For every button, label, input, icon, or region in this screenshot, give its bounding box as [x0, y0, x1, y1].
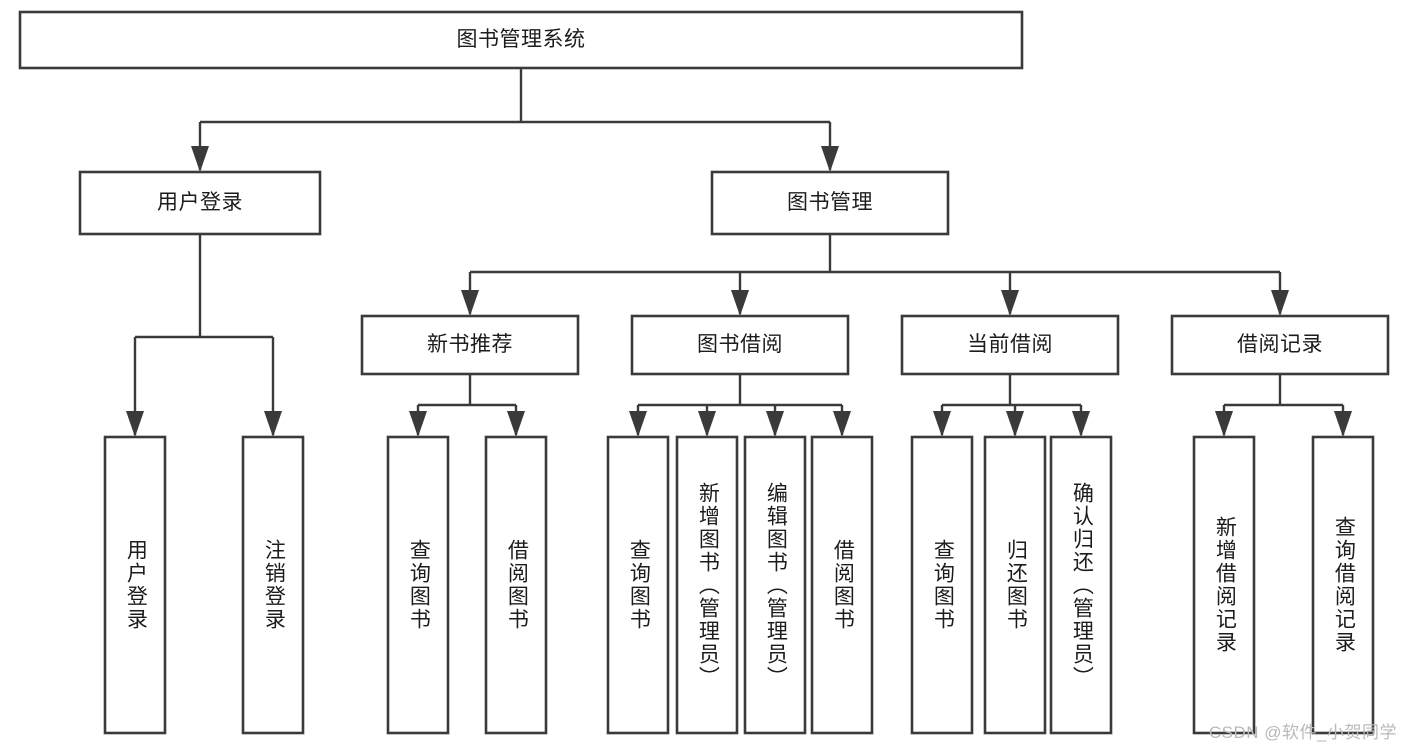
watermark-text: CSDN @软件_小贺同学	[1208, 723, 1397, 742]
arrow-head-user-login	[191, 146, 209, 172]
arrow-head-book-manage	[821, 146, 839, 172]
node-box-leaf-borrow-query-book[interactable]	[606, 435, 670, 735]
arrow-head-leaf-borrow-edit-book	[766, 411, 784, 437]
node-box-leaf-current-confirm-return[interactable]	[1049, 435, 1113, 735]
arrow-head-leaf-record-add-record	[1215, 411, 1233, 437]
arrow-head-leaf-current-query-book	[933, 411, 951, 437]
node-box-leaf-current-query-book[interactable]	[910, 435, 974, 735]
arrow-head-new-book-recommend	[461, 290, 479, 316]
node-box-borrow-record[interactable]	[1170, 314, 1390, 376]
node-box-new-book-recommend[interactable]	[360, 314, 580, 376]
arrow-head-leaf-borrow-add-book	[698, 411, 716, 437]
arrow-head-leaf-current-confirm-return	[1072, 411, 1090, 437]
node-box-leaf-borrow-add-book[interactable]	[675, 435, 739, 735]
node-box-book-borrow[interactable]	[630, 314, 850, 376]
arrow-head-leaf-user-logout	[264, 411, 282, 437]
arrow-head-current-borrow	[1001, 290, 1019, 316]
arrow-head-leaf-recommend-query-book	[409, 411, 427, 437]
arrow-head-leaf-record-query-record	[1334, 411, 1352, 437]
node-box-user-login[interactable]	[78, 170, 322, 236]
arrow-head-leaf-current-return-book	[1006, 411, 1024, 437]
arrow-head-leaf-recommend-borrow-book	[507, 411, 525, 437]
node-box-leaf-recommend-borrow-book[interactable]	[484, 435, 548, 735]
node-box-root[interactable]	[18, 10, 1024, 70]
arrow-head-leaf-borrow-query-book	[629, 411, 647, 437]
node-box-leaf-record-query-record[interactable]	[1311, 435, 1375, 735]
arrow-head-borrow-record	[1271, 290, 1289, 316]
node-box-current-borrow[interactable]	[900, 314, 1120, 376]
node-box-leaf-borrow-edit-book[interactable]	[743, 435, 807, 735]
node-box-leaf-record-add-record[interactable]	[1192, 435, 1256, 735]
arrow-head-leaf-user-login	[126, 411, 144, 437]
node-box-leaf-user-login[interactable]	[103, 435, 167, 735]
connector-lines	[126, 68, 1352, 437]
node-box-leaf-user-logout[interactable]	[241, 435, 305, 735]
arrow-head-book-borrow	[731, 290, 749, 316]
node-boxes	[18, 10, 1390, 735]
node-box-leaf-recommend-query-book[interactable]	[386, 435, 450, 735]
node-box-leaf-current-return-book[interactable]	[983, 435, 1047, 735]
node-box-book-manage[interactable]	[710, 170, 950, 236]
node-box-leaf-borrow-borrow-book[interactable]	[810, 435, 874, 735]
arrow-head-leaf-borrow-borrow-book	[833, 411, 851, 437]
